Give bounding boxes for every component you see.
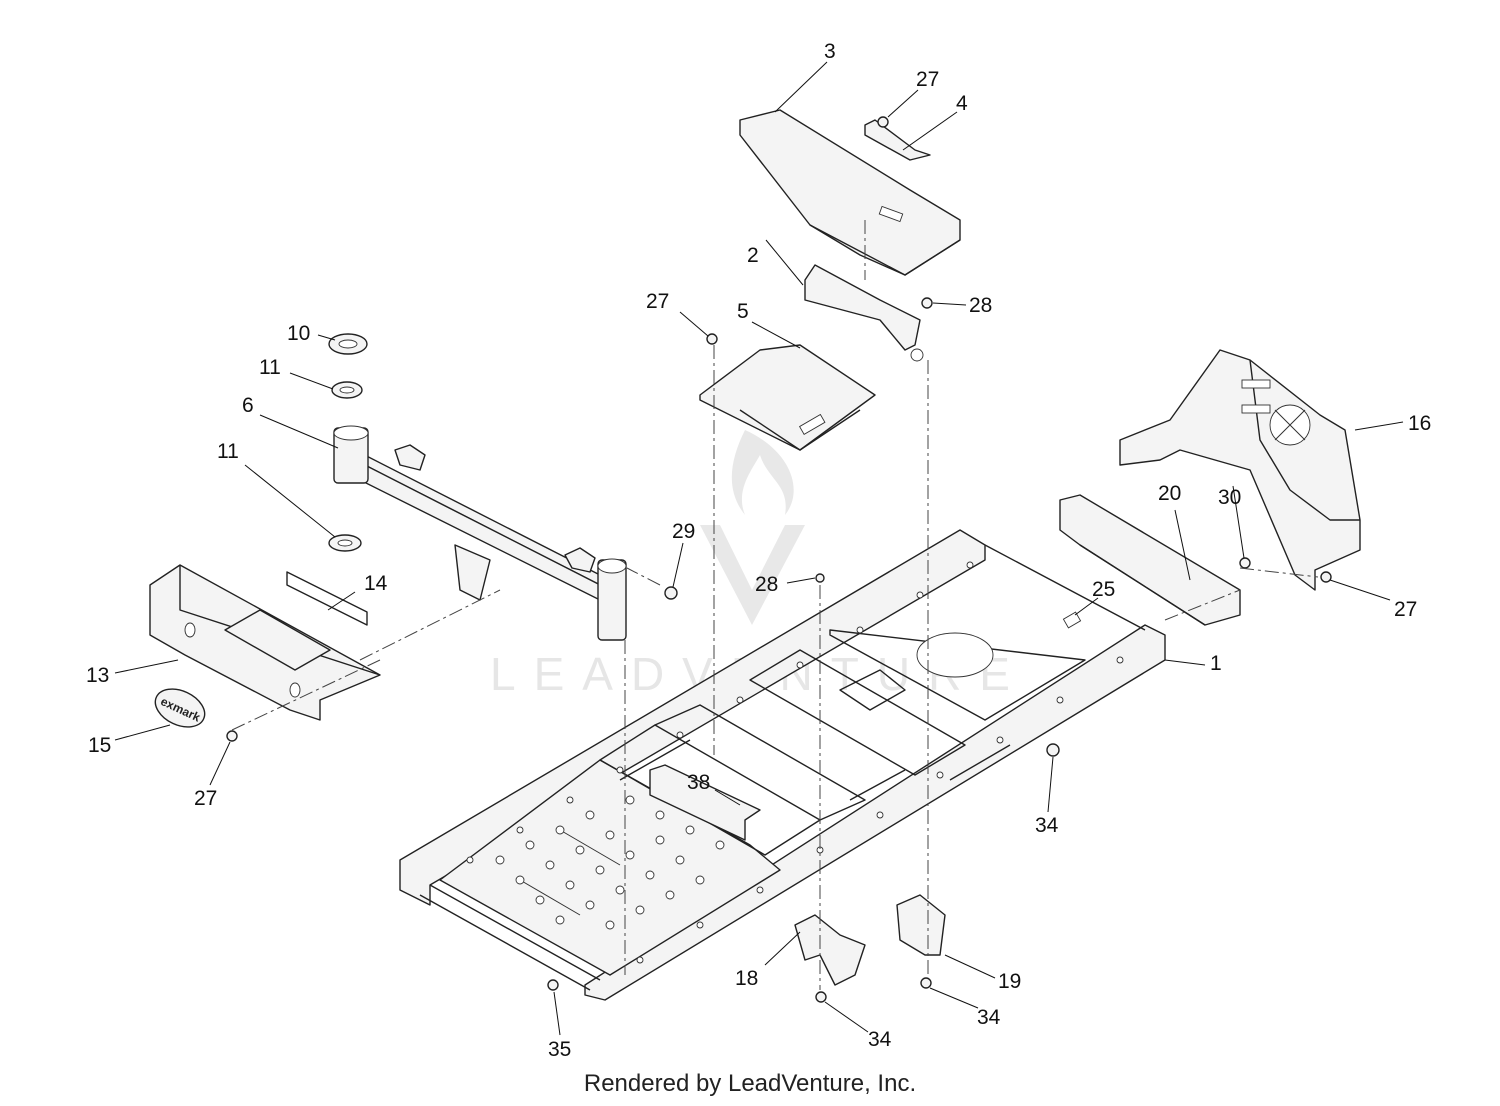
hardware: [226, 116, 1332, 1003]
callout-2: 2: [747, 244, 759, 267]
leader-lines: [114, 61, 1404, 1036]
callout-27-mid: 27: [646, 290, 669, 313]
callout-18: 18: [735, 967, 758, 990]
callout-29: 29: [672, 520, 695, 543]
main-frame: [399, 529, 1166, 1001]
callout-5: 5: [737, 300, 749, 323]
callout-11-lower: 11: [217, 440, 239, 463]
mount-plate: [699, 344, 876, 451]
callout-20: 20: [1158, 482, 1181, 505]
callout-27-left: 27: [194, 787, 217, 810]
callout-30: 30: [1218, 486, 1241, 509]
callout-13: 13: [86, 664, 109, 687]
callout-34-right: 34: [1035, 814, 1059, 837]
callout-19: 19: [998, 970, 1021, 993]
footer-credit: Rendered by LeadVenture, Inc.: [583, 1070, 917, 1097]
callout-28-top: 28: [969, 294, 992, 317]
callout-1: 1: [1210, 652, 1222, 675]
callout-14: 14: [364, 572, 388, 595]
callout-34-mid: 34: [868, 1028, 892, 1051]
lower-brackets: [794, 894, 946, 986]
callout-38: 38: [687, 771, 710, 794]
callout-10: 10: [287, 322, 310, 345]
assembly-lines: [231, 220, 1319, 990]
front-axle: [328, 333, 627, 641]
rear-frame: [1119, 349, 1361, 591]
footrest-bracket: [649, 764, 761, 841]
callout-35: 35: [548, 1038, 571, 1061]
front-bumper: exmark: [149, 564, 381, 728]
callout-3: 3: [824, 40, 836, 63]
callout-28-mid: 28: [755, 573, 778, 596]
callout-25: 25: [1092, 578, 1115, 601]
callouts: 1 2 3 4 5 6 10 11 11 13 14 15 16 18 19 2…: [86, 40, 1431, 1061]
callout-15: 15: [88, 734, 111, 757]
callout-27-top: 27: [916, 68, 939, 91]
callout-6: 6: [242, 394, 254, 417]
callout-16: 16: [1408, 412, 1431, 435]
rear-bracket: [1059, 494, 1241, 626]
callout-27-right: 27: [1394, 598, 1417, 621]
upper-brackets: [739, 109, 961, 362]
callout-4: 4: [956, 92, 968, 115]
callout-11-upper: 11: [259, 356, 281, 379]
callout-34-low: 34: [977, 1006, 1001, 1029]
